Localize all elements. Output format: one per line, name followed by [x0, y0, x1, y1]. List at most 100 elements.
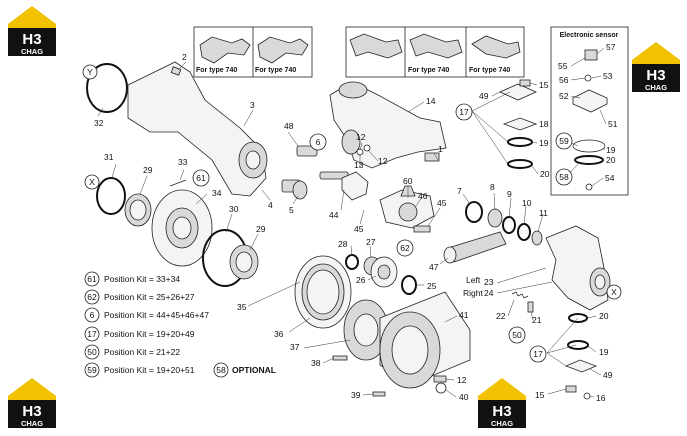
kit-text: Position Kit = 21+22 [104, 347, 180, 357]
callout-32: 32 [94, 118, 104, 128]
bearing-5 [292, 180, 308, 200]
inset-type740-right: For type 740 For type 740 [345, 26, 525, 78]
kit-legend: 61 Position Kit = 33+34 62 Position Kit … [84, 271, 276, 378]
callout-31: 31 [104, 152, 114, 162]
sensor-panel-title: Electronic sensor [560, 32, 619, 39]
logo-name: CHAG [21, 419, 43, 428]
callout-51: 51 [608, 119, 618, 129]
callout-35: 35 [237, 302, 247, 312]
kit-row: 61 Position Kit = 33+34 [84, 271, 180, 287]
seal-19-lower [567, 340, 589, 350]
callout-15: 15 [539, 80, 549, 90]
callout-17: 17 [533, 349, 543, 359]
callout-26: 26 [356, 275, 366, 285]
callout-55: 55 [558, 61, 568, 71]
callout-X: X [611, 287, 617, 297]
callout-18: 18 [539, 119, 549, 129]
callout-53: 53 [603, 71, 613, 81]
callout-39: 39 [351, 390, 361, 400]
kit-id: 17 [87, 329, 97, 339]
caption-type740: For type 740 [255, 67, 296, 74]
callout-60: 60 [403, 176, 413, 186]
kit-row: 17 Position Kit = 19+20+49 [84, 326, 195, 342]
callout-52: 52 [559, 91, 569, 101]
callout-9: 9 [507, 189, 512, 199]
callout-13: 13 [354, 160, 364, 170]
callout-21: 21 [532, 315, 542, 325]
logo-name: CHAG [21, 47, 43, 56]
callout-30: 30 [229, 204, 239, 214]
o-ring-32 [86, 63, 128, 113]
bolt-15-lower [565, 385, 577, 393]
logo-name: CHAG [491, 419, 513, 428]
kit-id: 61 [87, 274, 97, 284]
kit-text: Position Kit = 33+34 [104, 274, 180, 284]
callout-58: 58 [559, 172, 569, 182]
pin-48 [296, 145, 318, 157]
logo-name: CHAG [645, 83, 667, 92]
logo-top-left: H3 CHAG [8, 6, 56, 56]
callout-45: 45 [437, 198, 447, 208]
kit-id: 6 [90, 310, 95, 320]
callout-15: 15 [535, 390, 545, 400]
logo-bottom-left: H3 CHAG [8, 378, 56, 428]
callout-11: 11 [539, 208, 548, 218]
callout-41: 41 [459, 310, 469, 320]
leader-lines [97, 47, 607, 398]
callout-16: 16 [596, 393, 606, 403]
callout-X: X [89, 177, 95, 187]
callout-20: 20 [599, 311, 609, 321]
callout-27: 27 [366, 237, 376, 247]
pin-21 [527, 301, 534, 313]
callout-12: 12 [378, 156, 388, 166]
kit-row: 6 Position Kit = 44+45+46+47 [84, 307, 209, 323]
callout-5: 5 [289, 205, 294, 215]
callout-62: 62 [400, 243, 410, 253]
caption-type740: For type 740 [469, 67, 510, 74]
bearing-11 [531, 230, 543, 246]
callout-54: 54 [605, 173, 615, 183]
bearing-8 [487, 208, 503, 228]
bolt-15-upper [519, 79, 531, 87]
callout-Y: Y [87, 67, 93, 77]
kit-id: 50 [87, 347, 97, 357]
seal-7 [465, 201, 483, 223]
callout-38: 38 [311, 358, 321, 368]
bolt-2 [170, 66, 182, 76]
washer-16 [583, 392, 591, 400]
kit-text: Position Kit = 19+20+49 [104, 329, 195, 339]
callout-2: 2 [182, 52, 187, 62]
callout-12: 12 [457, 375, 467, 385]
callout-20: 20 [540, 169, 550, 179]
callout-1: 1 [438, 144, 443, 154]
kit-text: Position Kit = 44+45+46+47 [104, 310, 209, 320]
callout-57: 57 [606, 42, 616, 52]
callout-3: 3 [250, 100, 255, 110]
label-left: Left [466, 275, 481, 285]
plug-12 [433, 375, 447, 383]
axle-housing-3 [127, 61, 267, 197]
ring-28 [345, 254, 359, 270]
logo-letters: H3 [646, 67, 665, 84]
callout-40: 40 [459, 392, 469, 402]
bolt-39 [372, 391, 386, 397]
callout-14: 14 [426, 96, 436, 106]
kit-id: 62 [87, 292, 97, 302]
callout-61: 61 [196, 173, 206, 183]
part-callouts: Y X X 32 31 29 33 61 34 30 29 3 2 4 5 48… [82, 42, 622, 403]
kit-row: 50 Position Kit = 21+22 [84, 344, 180, 360]
callout-22: 22 [496, 311, 506, 321]
inset-type740-left: For type 740 For type 740 [193, 26, 313, 78]
bolt-38 [332, 355, 348, 361]
callout-24: 24 [484, 288, 494, 298]
callout-7: 7 [457, 186, 462, 196]
callout-23: 23 [484, 277, 494, 287]
caption-type740: For type 740 [408, 67, 449, 74]
bearing-25 [401, 275, 417, 295]
callout-59: 59 [559, 136, 569, 146]
callout-36: 36 [274, 329, 284, 339]
callout-37: 37 [290, 342, 300, 352]
kit-text: Position Kit = 19+20+51 [104, 365, 195, 375]
callout-49: 49 [603, 370, 613, 380]
callout-45: 45 [354, 224, 364, 234]
